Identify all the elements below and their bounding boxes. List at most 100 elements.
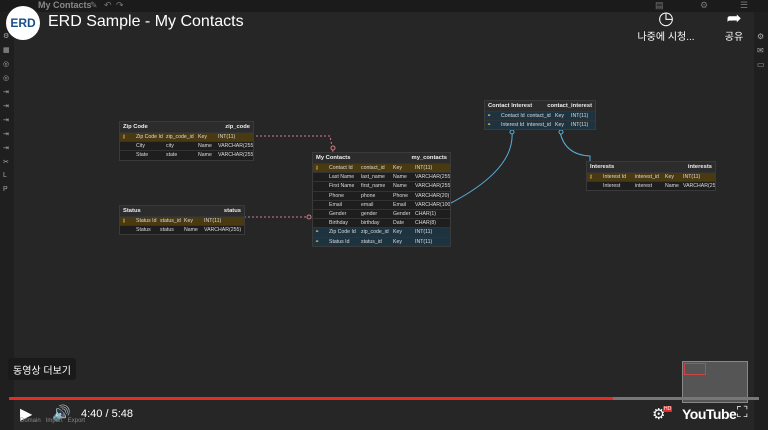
play-icon[interactable]: ▶ <box>20 406 33 423</box>
progress-bar[interactable] <box>9 397 759 400</box>
minimap[interactable] <box>682 361 748 403</box>
menu-icon[interactable]: ☰ <box>740 0 749 10</box>
column-type: INT(11) <box>415 238 433 245</box>
app-topbar: My Contacts ✎ ↶ ↷ ▤ ⚙ ☰ <box>0 0 768 12</box>
share-button[interactable]: ➦ 공유 <box>720 8 748 43</box>
more-videos-button[interactable]: 동영상 더보기 <box>8 358 76 380</box>
column-logical-name: Interest Id <box>501 122 525 129</box>
time-total: 5:48 <box>111 408 134 420</box>
column-icon <box>313 182 327 190</box>
column-logical-name: Interest <box>603 183 621 190</box>
tool-icon[interactable]: ◎ <box>3 61 10 68</box>
volume-icon[interactable]: 🔊 <box>52 405 71 422</box>
column-icon <box>120 226 134 234</box>
import-link[interactable]: Import <box>45 418 63 424</box>
link-icon: ⚭ <box>487 122 492 129</box>
settings-icon[interactable]: ⚙ <box>652 406 666 423</box>
fullscreen-icon[interactable]: ⛶ <box>737 404 748 421</box>
panel-icon[interactable]: ⚙ <box>757 32 765 41</box>
file-icon[interactable]: ▤ <box>655 0 664 10</box>
column-physical-name: contact_id <box>361 165 385 171</box>
relation-zipcode-contacts <box>252 135 334 153</box>
column-logical-name: Gender <box>329 210 347 217</box>
domain-link[interactable]: Domain <box>20 418 41 424</box>
tool-icon[interactable]: ⇥ <box>3 117 9 124</box>
video-title[interactable]: ERD Sample - My Contacts <box>48 13 244 30</box>
column-logical-name: Last Name <box>329 174 355 181</box>
undo-icon[interactable]: ↶ <box>104 0 112 10</box>
edit-icon[interactable]: ✎ <box>90 0 98 10</box>
column-physical-name: interest <box>635 183 653 190</box>
column-domain: Name <box>198 143 212 150</box>
channel-logo[interactable]: ERD <box>6 6 40 40</box>
comment-icon[interactable]: ✉ <box>757 46 764 55</box>
tool-icon[interactable]: ✂ <box>3 159 9 166</box>
tool-icon[interactable]: P <box>3 186 8 193</box>
export-link[interactable]: Export <box>67 418 86 424</box>
tool-icon[interactable]: ▦ <box>3 47 10 54</box>
table-column-row[interactable]: Interest interest Name VARCHAR(255) <box>587 181 715 190</box>
column-icon <box>313 219 327 227</box>
youtube-logo[interactable]: YouTube <box>682 406 737 422</box>
column-domain: Name <box>665 183 679 190</box>
tool-icon[interactable]: ⇥ <box>3 89 9 96</box>
gear-icon[interactable]: ⚙ <box>700 0 709 10</box>
column-domain: Key <box>198 134 207 140</box>
column-logical-name: Zip Code Id <box>329 229 356 236</box>
column-physical-name: phone <box>361 192 376 199</box>
key-icon: ⚷ <box>315 165 319 171</box>
redo-icon[interactable]: ↷ <box>116 0 124 10</box>
link-icon: ⚭ <box>487 113 492 119</box>
tool-icon[interactable]: ⇥ <box>3 131 9 138</box>
tool-icon[interactable]: ◎ <box>3 75 10 82</box>
minimap-viewport[interactable] <box>684 363 706 375</box>
column-type: VARCHAR(255) <box>683 183 715 190</box>
watch-later-button[interactable]: ◷ 나중에 시청... <box>636 8 696 43</box>
column-physical-name: email <box>361 201 374 208</box>
column-domain: Key <box>393 165 402 171</box>
tool-icon[interactable]: ⇥ <box>3 145 9 152</box>
share-label: 공유 <box>724 32 744 43</box>
column-domain: Name <box>393 174 407 181</box>
column-logical-name: Email <box>329 201 342 208</box>
column-physical-name: city <box>166 143 174 150</box>
tool-icon[interactable]: ⇥ <box>3 103 9 110</box>
tool-icon[interactable]: ⚙ <box>3 33 10 40</box>
column-logical-name: Status Id <box>329 238 350 245</box>
key-icon: ⚷ <box>122 218 126 224</box>
column-icon <box>587 182 601 190</box>
tool-icon[interactable]: L <box>3 172 7 179</box>
column-type: INT(11) <box>204 218 222 224</box>
column-domain: Name <box>184 227 198 234</box>
panel-icon[interactable]: ▭ <box>757 60 765 69</box>
column-domain: Email <box>393 201 406 208</box>
